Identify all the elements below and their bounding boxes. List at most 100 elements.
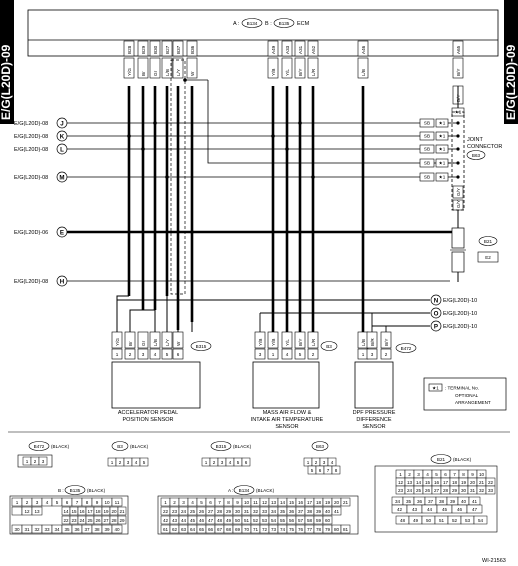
b21-pin: 7 — [453, 472, 456, 477]
sensor-wire: B/R — [370, 338, 375, 346]
sensor-wire: Y/B — [258, 339, 263, 346]
b21-pin: E2 — [485, 255, 491, 260]
b135-pin: 35 — [64, 527, 70, 532]
app-ref: B315 — [196, 344, 207, 349]
b21-pin: 1 — [399, 472, 402, 477]
sensor-wire-box — [294, 331, 306, 349]
app-pin: 6 — [177, 352, 180, 357]
b315-pin: 1 — [205, 460, 208, 465]
dpf-name-1: DPF PRESSURE — [353, 410, 396, 416]
right-ref-text: E/G(L20D)-10 — [443, 324, 477, 330]
b21-pin: 6 — [444, 472, 447, 477]
left-ref-circle — [56, 143, 68, 155]
b21-pin: 49 — [413, 518, 419, 523]
b135-pin: 30 — [14, 527, 20, 532]
right-ref-letter: O — [434, 310, 439, 317]
sensor-wire-box — [172, 331, 184, 349]
b134-pin: 22 — [163, 509, 169, 514]
right-ref-letter: N — [434, 297, 439, 304]
wire-color-box — [357, 57, 369, 79]
b135-pin: 36 — [74, 527, 80, 532]
left-ref-circle — [56, 275, 68, 287]
b134-pin: 9 — [236, 500, 239, 505]
ecm-pin-box — [149, 40, 161, 57]
b134-pin: 42 — [163, 518, 169, 523]
b134-pin: 34 — [271, 509, 277, 514]
b135-pin: 26 — [95, 518, 101, 523]
b134-pin: 16 — [298, 500, 304, 505]
left-side-tab — [0, 0, 14, 124]
b21-pin: 10 — [479, 472, 485, 477]
ecm-pin: B30 — [153, 45, 158, 54]
ecm-pin: A52 — [311, 45, 316, 54]
star-label: ★1 — [439, 134, 446, 139]
b135-pin: 10 — [104, 500, 110, 505]
b134-pin: 48 — [217, 518, 223, 523]
sb-box — [419, 118, 435, 128]
sb-label: SB — [424, 134, 430, 139]
sensor-wire-box — [137, 331, 149, 349]
b135-pin: 7 — [76, 500, 79, 505]
b63-pin: 2 — [315, 460, 318, 465]
joint-label-2: CONNECTOR — [467, 144, 502, 150]
b21-pin: 24 — [407, 488, 413, 493]
app-routing — [116, 295, 193, 332]
maf-pin: 4 — [286, 352, 289, 357]
right-ref-text: E/G(L20D)-10 — [443, 311, 477, 317]
b135-pin: 4 — [46, 500, 49, 505]
sensor-wire: L/R — [311, 338, 316, 346]
legend-line-3: ARRANGEMENT — [455, 400, 491, 405]
ecm-pin: A31 — [298, 45, 303, 54]
wire-color: L/Y — [176, 69, 181, 76]
left-ref-circle — [56, 226, 68, 238]
b3-pin: 3 — [127, 460, 130, 465]
wire-color-box — [281, 57, 293, 79]
b135-pin: 32 — [34, 527, 40, 532]
wire-color-box — [452, 185, 464, 199]
wire-color: G/Y — [456, 188, 461, 196]
b134-pin: 24 — [181, 509, 187, 514]
wire-color: L/B — [361, 69, 366, 76]
left-ref-text: E/G(L20D)-08 — [14, 279, 48, 285]
b135-pin: 13 — [34, 509, 40, 514]
b21-pin: 23 — [398, 488, 404, 493]
b134-pin: 73 — [271, 527, 277, 532]
b134-pin: 52 — [253, 518, 259, 523]
b134-pin: 49 — [226, 518, 232, 523]
ecm-pin-box — [186, 40, 198, 57]
b134-pin: 69 — [235, 527, 241, 532]
b21-pin: 20 — [470, 480, 476, 485]
wire-color-box — [137, 57, 149, 79]
b21-pin: 30 — [461, 488, 467, 493]
b21-pin: 22 — [488, 480, 494, 485]
b315-pin: 3 — [221, 460, 224, 465]
b134-pin: 41 — [334, 509, 340, 514]
b63-pin: 3 — [323, 460, 326, 465]
b134-pin: 18 — [316, 500, 322, 505]
b21-pin: 4 — [426, 472, 429, 477]
b3-color: (BLACK) — [130, 444, 149, 449]
sensor-wire-box — [149, 331, 161, 349]
left-ref-letter: K — [60, 133, 65, 140]
star-label: ★1 — [439, 161, 446, 166]
left-ref-letter: H — [60, 278, 65, 285]
ecm-pin: B29 — [141, 45, 146, 54]
b21-e2-connector: B21 E2 — [450, 227, 499, 273]
b21-pin: 21 — [479, 480, 485, 485]
app-name-1: ACCELERATOR PEDAL — [118, 410, 178, 416]
feed-junctions — [127, 121, 365, 234]
maf-pin: 3 — [259, 352, 262, 357]
b135-pin: 27 — [103, 518, 109, 523]
b21-pin: 52 — [452, 518, 458, 523]
b135-pin: 12 — [24, 509, 30, 514]
shield-ground-wire — [207, 80, 454, 164]
b135-pin: 14 — [63, 509, 69, 514]
sb-label: SB — [424, 147, 430, 152]
sensor-wire: B/Y — [298, 339, 303, 346]
left-ref-letter: E — [60, 229, 64, 236]
ecm-pin-box — [357, 40, 369, 57]
ecm-pin-box — [267, 40, 279, 57]
maf-name-2: INTAKE AIR TEMPERATURE — [251, 417, 324, 423]
wire-color-box — [161, 57, 173, 79]
dpf-ref: B472 — [401, 346, 412, 351]
